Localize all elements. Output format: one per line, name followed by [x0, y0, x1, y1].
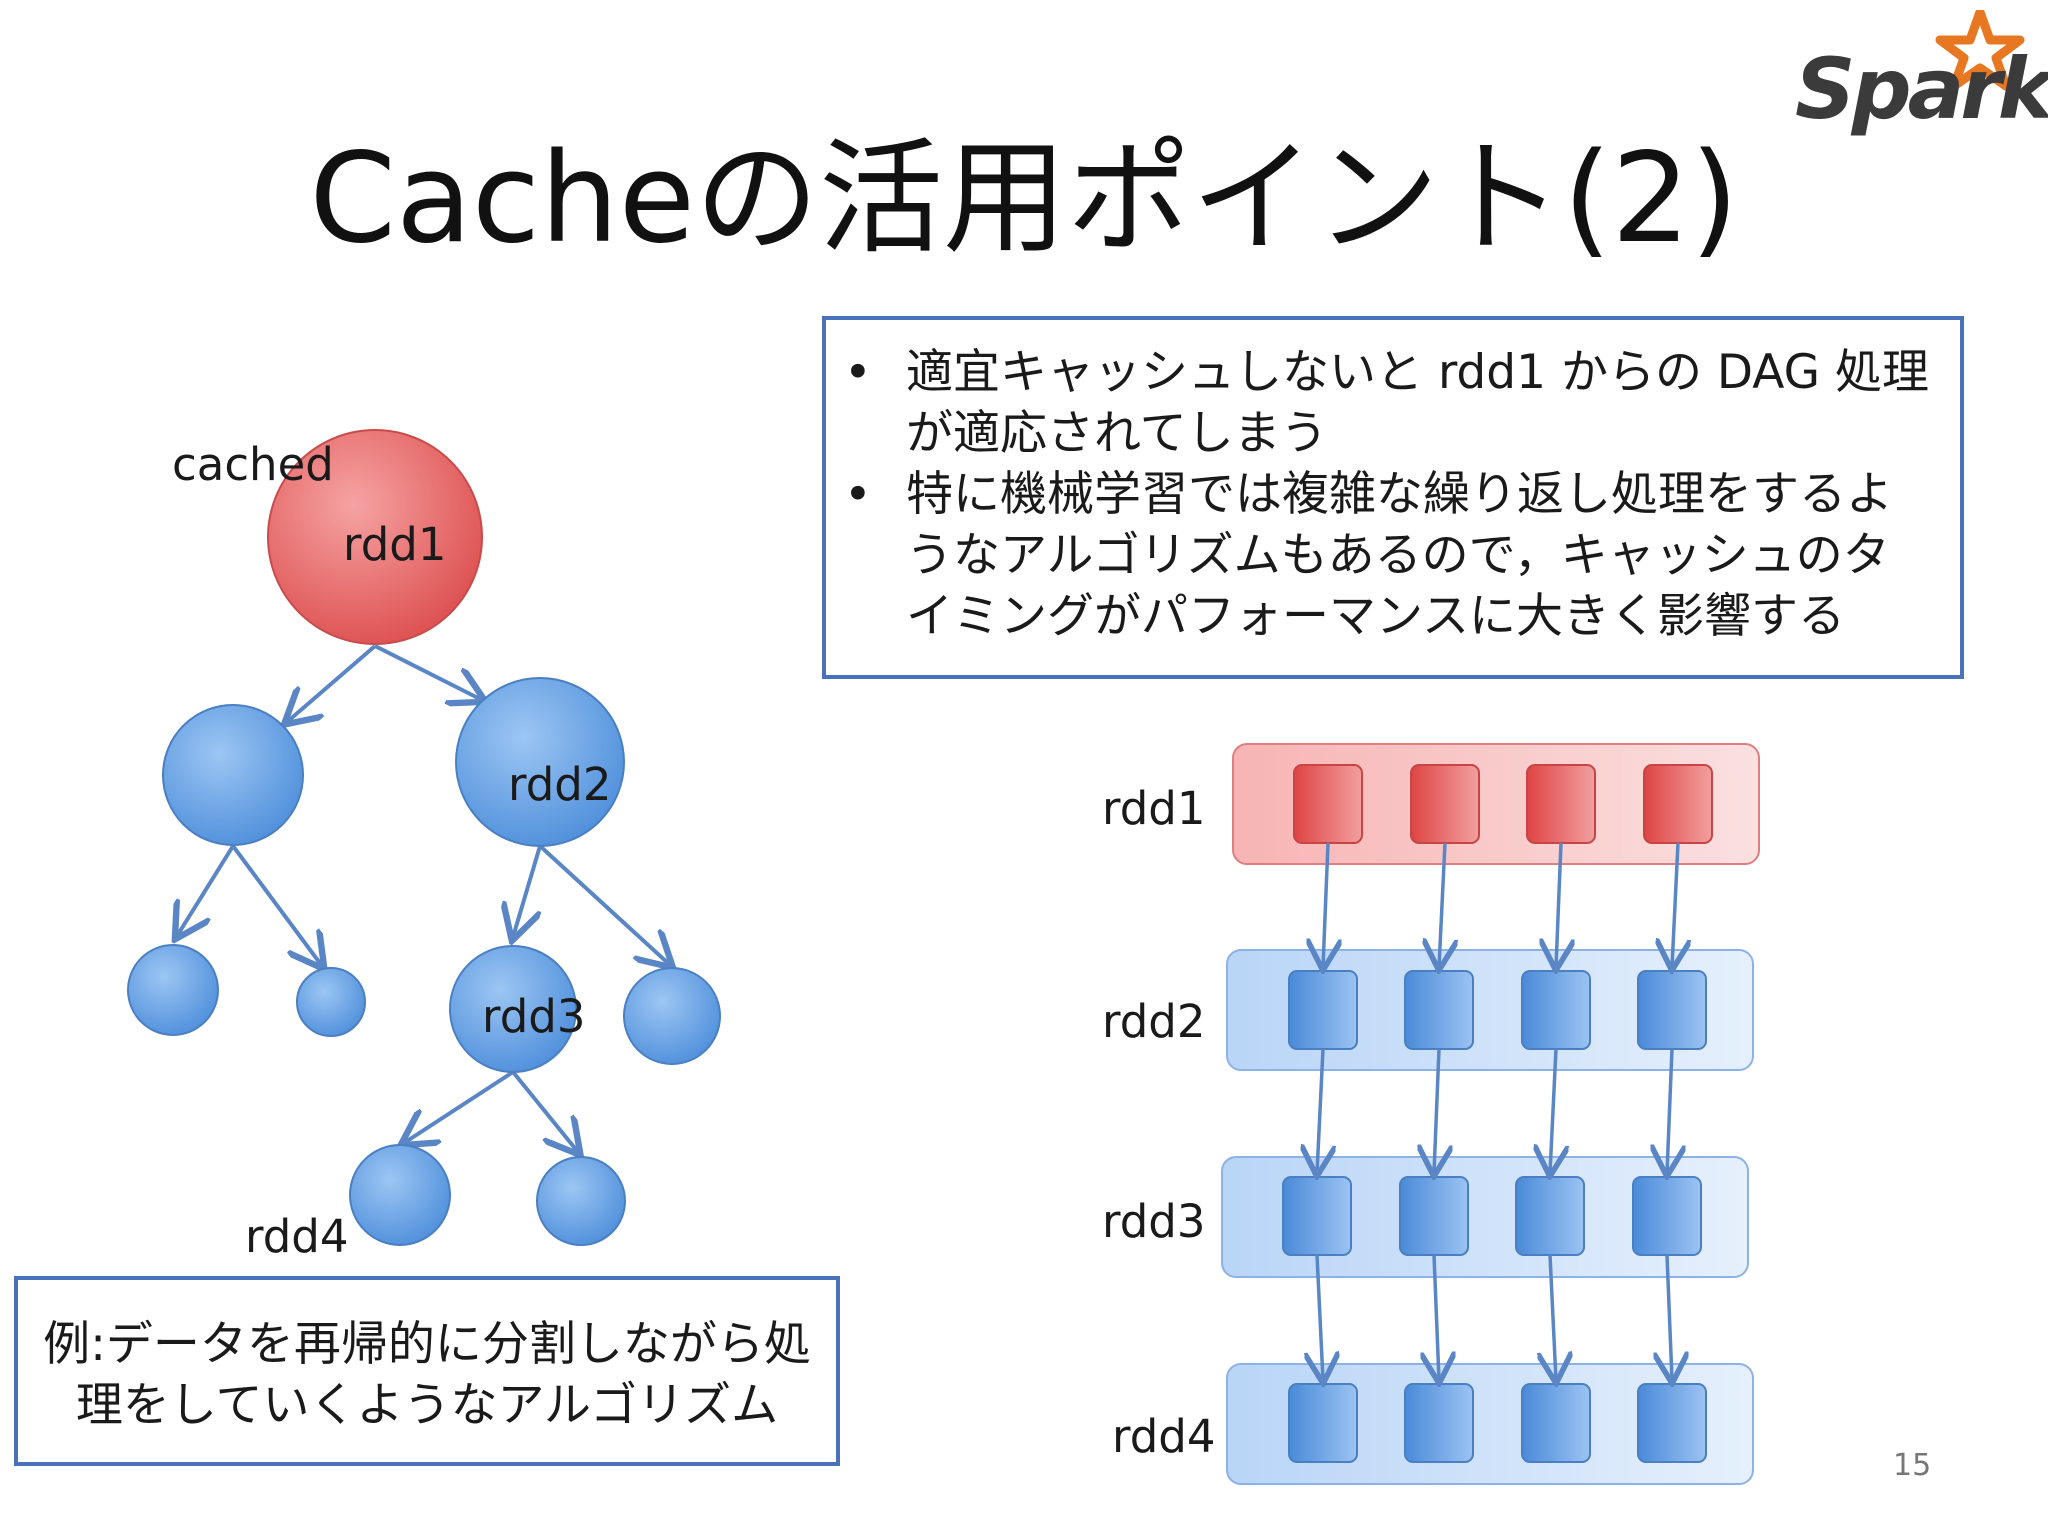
example-note-line: 理をしていくようなアルゴリズム [75, 1378, 779, 1433]
row-label-rdd1: rdd1 [1102, 782, 1206, 835]
spark-logo-text: Spark [1795, 40, 2048, 138]
partition-arrow [1550, 1048, 1556, 1173]
tree-edge [511, 1070, 578, 1152]
partition-box [1410, 764, 1480, 844]
tree-node [127, 944, 219, 1036]
partition-arrow [1434, 1254, 1439, 1380]
slide-title: Cacheの活用ポイント(2) [309, 127, 1739, 271]
page-number: 15 [1893, 1448, 1932, 1483]
partition-arrow [1672, 842, 1678, 967]
partition-arrow [1434, 1048, 1439, 1173]
partition-box [1632, 1176, 1702, 1256]
tree-edge [513, 845, 542, 937]
partition-box [1282, 1176, 1352, 1256]
partition-arrow [1556, 842, 1561, 967]
tree-edge [538, 844, 670, 965]
partition-arrow [1439, 842, 1445, 967]
partition-box [1515, 1176, 1585, 1256]
partition-box [1288, 970, 1358, 1050]
partition-arrow [1323, 842, 1328, 967]
partition-arrow [1550, 1254, 1556, 1380]
tree-node-rdd1 [267, 429, 483, 645]
tree-edge [177, 844, 235, 936]
bullet-item: 特に機械学習では複雑な繰り返し処理をするようなアルゴリズムもあるので，キャッシュ… [844, 464, 1930, 647]
partition-box [1643, 764, 1713, 844]
spark-star-icon [1935, 7, 2025, 91]
tree-node [162, 704, 304, 846]
partition-row-rdd2 [1226, 949, 1754, 1071]
partition-arrow [1317, 1048, 1323, 1173]
tree-node-rdd4 [349, 1144, 451, 1246]
tree-edge [374, 644, 482, 700]
spark-logo: Spark [1780, 7, 2048, 140]
bullet-box: 適宜キャッシュしないと rdd1 からの DAG 処理が適応されてしまう 特に機… [822, 316, 1964, 679]
tree-edge [231, 844, 322, 966]
partition-arrow [1317, 1254, 1323, 1380]
partition-box [1521, 970, 1591, 1050]
tree-node [536, 1156, 626, 1246]
tree-edge [404, 1070, 515, 1143]
tree-node-rdd2 [455, 677, 625, 847]
partition-box [1637, 1383, 1707, 1463]
partition-box [1399, 1176, 1469, 1256]
row-label-rdd4: rdd4 [1112, 1410, 1216, 1463]
partition-row-rdd1 [1232, 743, 1760, 865]
row-label-rdd2: rdd2 [1102, 995, 1206, 1048]
partition-box [1404, 970, 1474, 1050]
partition-row-rdd4 [1226, 1363, 1754, 1485]
partition-arrow [1667, 1048, 1672, 1173]
tree-label-rdd3: rdd3 [482, 990, 586, 1043]
partition-row-rdd3 [1221, 1156, 1749, 1278]
tree-edge [287, 644, 377, 722]
tree-node [623, 967, 721, 1065]
partition-box [1404, 1383, 1474, 1463]
example-note-box: 例:データを再帰的に分割しながら処 理をしていくようなアルゴリズム [14, 1276, 840, 1466]
cached-label: cached [172, 438, 334, 491]
partition-box [1521, 1383, 1591, 1463]
partition-box [1526, 764, 1596, 844]
partition-arrow [1667, 1254, 1672, 1380]
row-label-rdd3: rdd3 [1102, 1195, 1206, 1248]
partition-box [1288, 1383, 1358, 1463]
tree-label-rdd1: rdd1 [343, 518, 447, 571]
bullet-item: 適宜キャッシュしないと rdd1 からの DAG 処理が適応されてしまう [844, 342, 1930, 464]
tree-label-rdd4: rdd4 [245, 1210, 349, 1263]
tree-node-rdd3 [449, 945, 577, 1073]
partition-box [1637, 970, 1707, 1050]
tree-label-rdd2: rdd2 [508, 758, 612, 811]
tree-node [296, 967, 366, 1037]
partition-box [1293, 764, 1363, 844]
example-note-line: 例:データを再帰的に分割しながら処 [43, 1317, 811, 1372]
